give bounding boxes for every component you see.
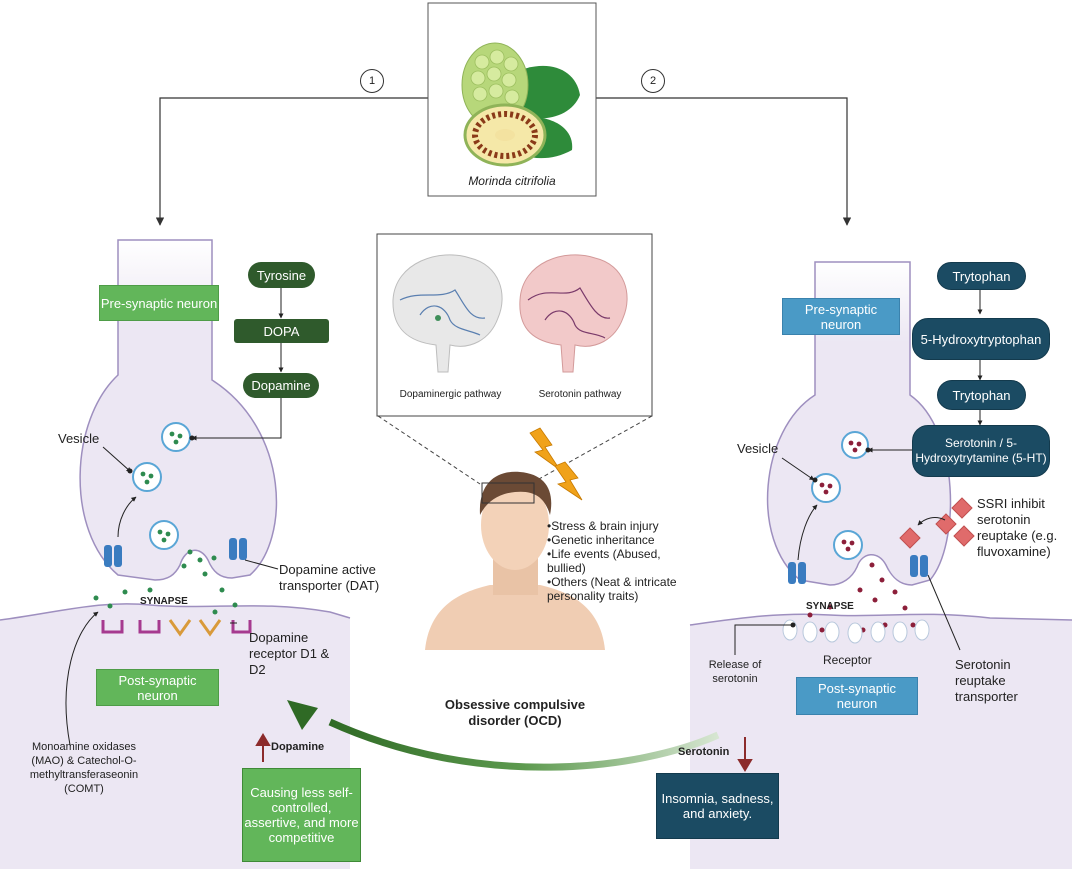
zoom-lines <box>377 415 653 485</box>
release-serotonin-label: Release of serotonin <box>708 659 762 685</box>
right-vesicle-label: Vesicle <box>737 441 779 456</box>
top-connector-lines <box>155 97 852 226</box>
ocd-effect-curved-arrow <box>328 718 720 771</box>
serotonin-pill: Serotonin / 5-Hydroxytrytamine (5-HT) <box>912 425 1050 477</box>
cause-item: •Life events (Abused, bullied) <box>547 547 661 575</box>
reuptake-transporter-label: Serotonin reuptake transporter <box>955 657 1018 704</box>
plant-caption: Morinda citrifolia <box>468 174 556 188</box>
dopamine-effect-box: Causing less self-controlled, assertive,… <box>242 768 361 862</box>
right-synapse-label: SYNAPSE <box>806 601 854 612</box>
hydroxytryptophan-pill: 5-Hydroxytryptophan <box>912 318 1050 360</box>
dopamine-effect-label: Dopamine <box>271 741 325 753</box>
effect-red-arrows <box>255 733 753 772</box>
stress-lightning-icons <box>529 427 583 501</box>
right-neuron-shapes <box>689 261 1072 869</box>
serotonin-pathway-label: Serotonin pathway <box>538 389 622 400</box>
mao-comt-label: Monoamine oxidases (MAO) & Catechol-O-me… <box>29 741 139 795</box>
left-vesicles <box>93 422 238 615</box>
ssri-label: SSRI inhibit serotonin reuptake (e.g. fl… <box>977 496 1058 559</box>
ssri-molecule-icons <box>899 497 975 549</box>
serotonin-effect-box: Insomnia, sadness, and anxiety. <box>656 773 779 839</box>
left-synapse-label: SYNAPSE <box>140 596 188 607</box>
step-2-badge: 2 <box>641 69 665 93</box>
dopamine-receptor-label: Dopamine receptor D1 & D2 <box>249 630 330 677</box>
receptor-label: Receptor <box>823 653 872 667</box>
tyrosine-pill: Tyrosine <box>248 262 315 288</box>
cause-item: •Others (Neat & intricate personality tr… <box>547 575 677 603</box>
right-post-synaptic-label: Post-synaptic neuron <box>796 677 918 715</box>
right-pre-synaptic-label: Pre-synaptic neuron <box>782 298 900 335</box>
ocd-title: Obsessive compulsive disorder (OCD) <box>444 697 586 728</box>
dopa-pill: DOPA <box>234 319 329 343</box>
cause-item: •Genetic inheritance <box>547 533 655 547</box>
right-receptors <box>782 619 930 644</box>
left-receptors <box>101 619 252 637</box>
dat-label: Dopamine active transporter (DAT) <box>279 562 380 593</box>
dopaminergic-pathway-label: Dopaminergic pathway <box>399 389 502 400</box>
step-1-badge: 1 <box>360 69 384 93</box>
left-vesicle-label: Vesicle <box>58 431 100 446</box>
right-transporters <box>788 555 928 584</box>
serotonin-effect-label: Serotonin <box>678 746 730 758</box>
dopamine-pill: Dopamine <box>243 373 319 398</box>
left-post-synaptic-label: Post-synaptic neuron <box>96 669 219 706</box>
trytophan-pill-2: Trytophan <box>937 380 1026 410</box>
brain-illustrations <box>392 254 628 373</box>
left-pre-synaptic-label: Pre-synaptic neuron <box>99 285 219 321</box>
morinda-fruit-illustration <box>461 42 580 167</box>
person-illustration <box>425 471 605 650</box>
cause-item: •Stress & brain injury <box>547 519 659 533</box>
right-vesicles <box>807 431 916 633</box>
trytophan-pill-1: Trytophan <box>937 262 1026 290</box>
ocd-causes-list: •Stress & brain injury •Genetic inherita… <box>547 519 687 603</box>
left-transporters <box>104 538 247 567</box>
